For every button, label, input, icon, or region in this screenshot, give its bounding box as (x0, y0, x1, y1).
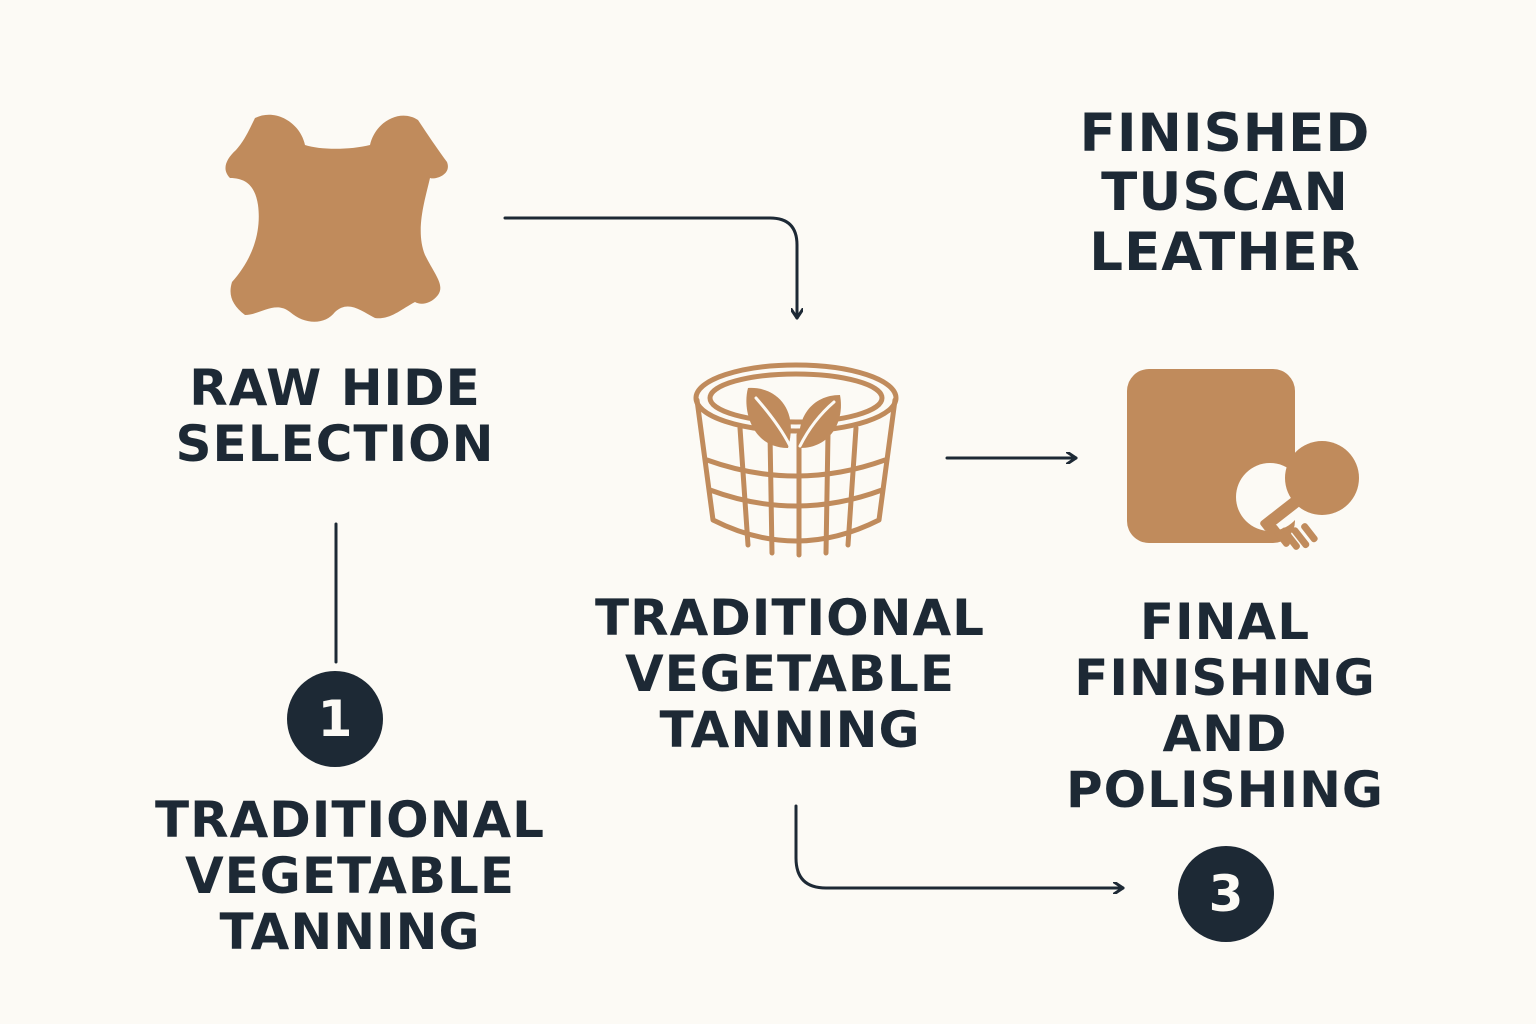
polishing-brush-icon (1260, 496, 1318, 550)
step-badge-1: 1 (287, 671, 383, 767)
raw-hide-selection-label: RAW HIDE SELECTION (175, 359, 495, 473)
final-finishing-and-polishing-label: FINAL FINISHING AND POLISHING (1066, 593, 1384, 819)
arrow-hide-to-vat (503, 216, 797, 320)
traditional-vegetable-tanning-label: TRADITIONAL VEGETABLE TANNING (594, 589, 986, 759)
step-badge-3: 3 (1178, 846, 1274, 942)
leaf-icon (746, 387, 841, 448)
arrow-vat-to-badge-3 (794, 804, 1125, 888)
finished-tuscan-leather-label: FINISHED TUSCAN LEATHER (1079, 103, 1371, 283)
tanning-vat-icon (693, 362, 899, 558)
hide-icon (225, 114, 448, 322)
polished-leather-icon (1127, 369, 1359, 550)
traditional-vegetable-tanning-step-label: TRADITIONAL VEGETABLE TANNING (154, 791, 546, 961)
